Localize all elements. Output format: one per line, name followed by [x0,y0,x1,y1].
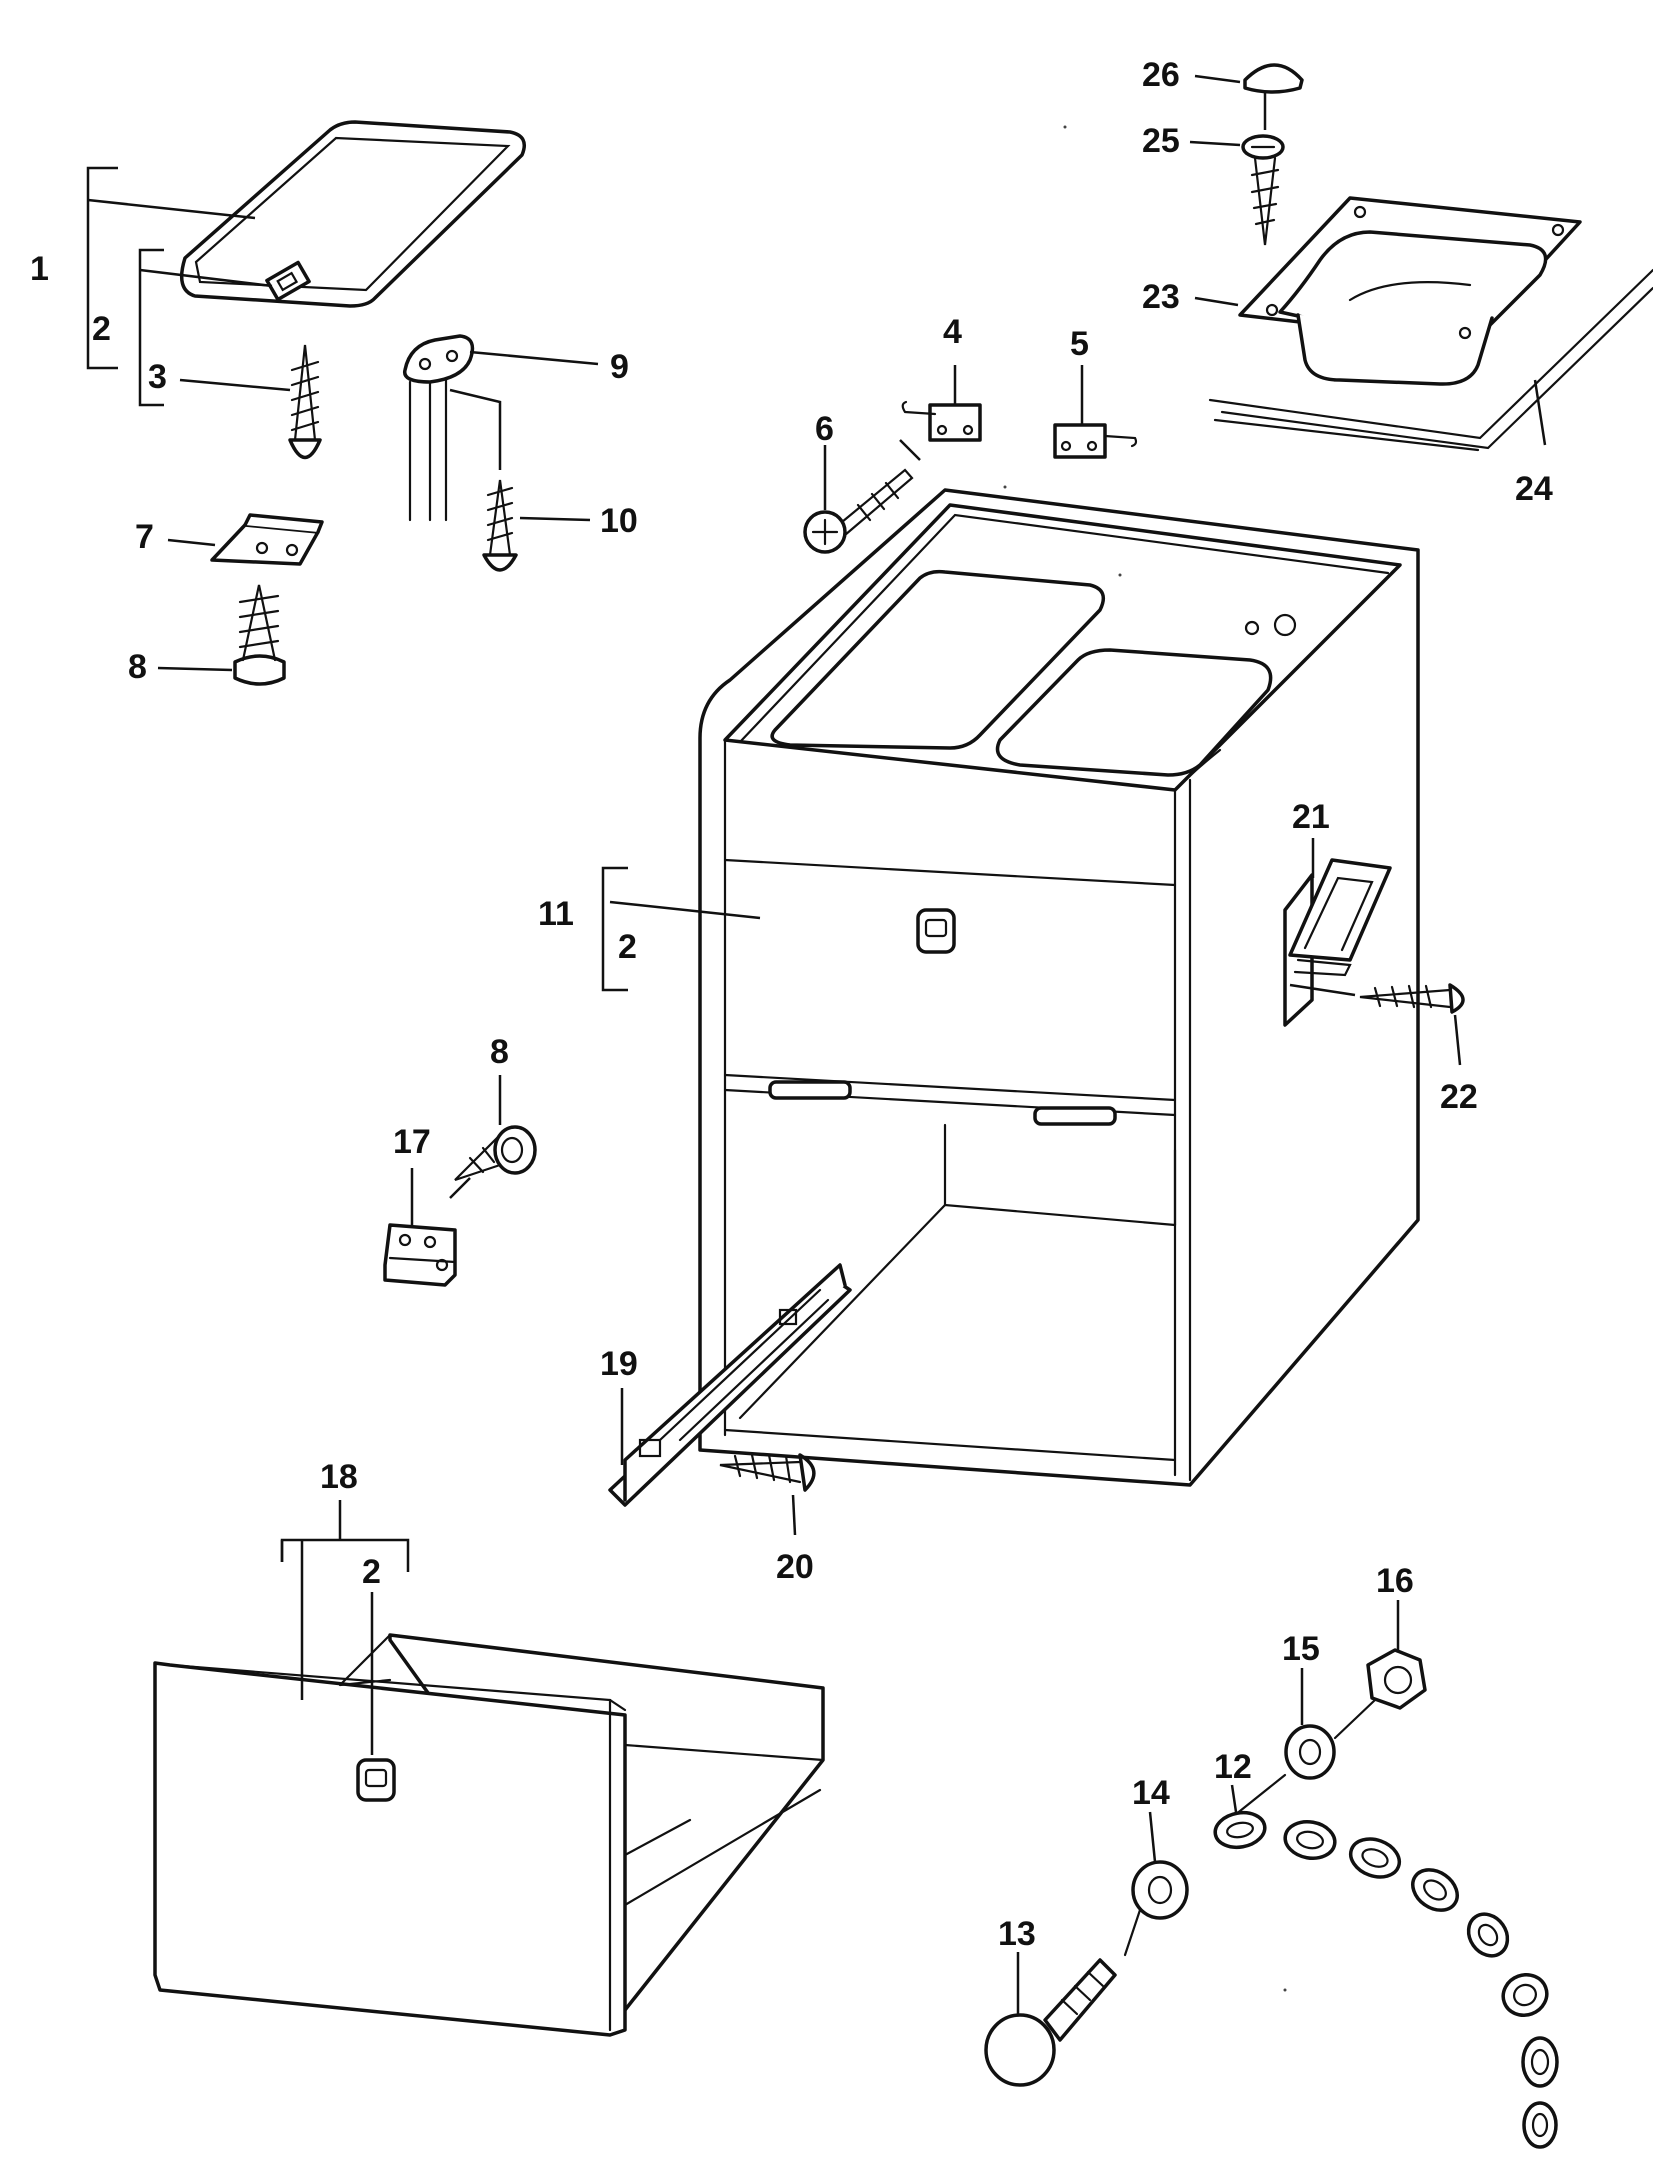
screw-8a [233,584,286,686]
scan-speck [1118,573,1122,577]
side-handle-21 [1283,858,1392,1027]
leader-12 [1230,1784,1238,1813]
lid-part [179,120,526,308]
bolt-13 [984,1958,1117,2087]
screw-25 [1241,134,1285,246]
stay-bar-part [402,334,475,522]
callout-17: 17 [393,1123,431,1161]
leader-10a [449,388,502,470]
callout-16: 16 [1376,1562,1414,1600]
washer-14 [1131,1860,1189,1920]
leader-1 [87,198,256,220]
callout-2-drawer-front: 2 [618,928,637,966]
leader-17b [449,1177,471,1199]
callout-4: 4 [943,313,962,351]
bracket-11 [601,866,628,992]
leader-22b [1453,1014,1462,1066]
counter-plate-24 [1208,268,1653,452]
stay-screw [482,479,518,572]
callout-2-drawer: 2 [362,1553,381,1591]
bracket-1 [86,166,118,370]
callout-10: 10 [600,502,638,540]
leader-11 [609,900,761,920]
leader-20 [791,1494,797,1536]
bracket-17 [383,1223,457,1287]
bracket-2-top [138,248,164,407]
leader-7 [167,538,216,547]
screw-20 [719,1453,816,1492]
bolt-axis-a [1333,1698,1377,1740]
callout-19: 19 [600,1345,638,1383]
callout-21: 21 [1292,798,1330,836]
hinge-4 [901,400,982,442]
drawer-18 [153,1633,825,2037]
callout-20: 20 [776,1548,814,1586]
leader-9 [469,350,599,366]
scan-speck [1063,125,1067,129]
scan-speck [1003,485,1007,489]
callout-18: 18 [320,1458,358,1496]
callout-labels: 1 2 3 4 5 6 7 8 9 10 11 2 8 17 19 20 18 … [30,56,1553,1953]
leader-2-lid [139,268,273,288]
callout-23: 23 [1142,278,1180,316]
callout-6: 6 [815,410,834,448]
leader-8a [157,666,233,672]
leader-25 [1189,140,1241,147]
callout-2-lid: 2 [92,310,111,348]
callout-14: 14 [1132,1774,1170,1812]
cabinet-body [698,488,1420,1487]
screw-6 [803,468,914,554]
lid-screw [288,344,322,460]
callout-1: 1 [30,250,49,288]
bolt-axis-b [1233,1773,1287,1817]
callout-8-top: 8 [128,648,147,686]
callout-3: 3 [148,358,167,396]
callout-5: 5 [1070,325,1089,363]
leader-3 [179,378,291,392]
hinge-plate-7 [210,513,324,566]
bolt-axis-c [1123,1908,1142,1957]
cap-26 [1243,63,1304,94]
leader-24 [1533,379,1547,446]
screw-22 [1359,983,1465,1014]
scan-speck [1283,1988,1287,1992]
callout-8-mid: 8 [490,1033,509,1071]
callout-26: 26 [1142,56,1180,94]
callout-25: 25 [1142,122,1180,160]
callout-9: 9 [610,348,629,386]
callout-13: 13 [998,1915,1036,1953]
leader-26 [1194,74,1241,84]
sink-insert-23 [1238,196,1582,386]
leader-22 [1289,983,1356,997]
callout-7: 7 [135,518,154,556]
leader-10 [519,516,591,522]
nut-16 [1366,1648,1427,1710]
callout-15: 15 [1282,1630,1320,1668]
leader-6b [899,439,921,461]
hinge-5 [1053,423,1138,459]
callout-22: 22 [1440,1078,1478,1116]
chain-12 [1213,1810,1559,2149]
callout-24: 24 [1515,470,1553,508]
callout-12: 12 [1214,1748,1252,1786]
leader-14 [1148,1811,1157,1863]
callout-11: 11 [538,895,574,933]
screw-8b [454,1125,537,1182]
slide-rail-19 [608,1263,852,1507]
leader-23 [1194,296,1239,307]
washer-15 [1284,1724,1336,1780]
